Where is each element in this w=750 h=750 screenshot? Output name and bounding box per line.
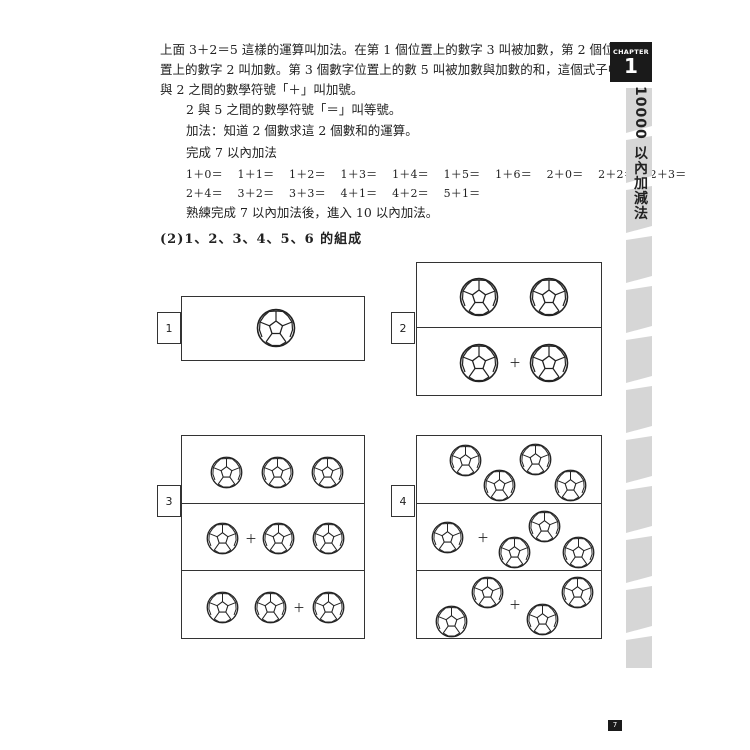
soccer-ball-icon bbox=[561, 576, 594, 613]
soccer-ball-icon bbox=[529, 277, 569, 321]
equation: 3＋3＝ bbox=[289, 187, 326, 200]
chapter-title: 10000 以內加減法 bbox=[632, 86, 648, 221]
panel-divider bbox=[182, 503, 364, 504]
panel-2-number: 2 bbox=[391, 312, 415, 344]
soccer-ball-icon bbox=[529, 343, 569, 387]
plus-sign: ＋ bbox=[477, 531, 490, 545]
tab-strip-graphic bbox=[626, 88, 652, 668]
panel-divider bbox=[417, 327, 601, 328]
soccer-ball-icon bbox=[210, 456, 243, 493]
equation: 1＋2＝ bbox=[289, 168, 326, 181]
page-number: 7 bbox=[608, 720, 622, 731]
panel-divider bbox=[417, 570, 601, 571]
equation: 2＋3＝ bbox=[649, 168, 687, 181]
panel-1 bbox=[181, 296, 365, 361]
chapter-tab-strip bbox=[626, 88, 652, 668]
soccer-ball-icon bbox=[435, 605, 468, 642]
equation: 1＋6＝ bbox=[495, 168, 532, 181]
soccer-ball-icon bbox=[206, 522, 239, 559]
soccer-ball-icon bbox=[449, 444, 482, 481]
panel-4: ＋ ＋ bbox=[416, 435, 602, 639]
equation: 4＋1＝ bbox=[340, 187, 378, 200]
panel-3-number: 3 bbox=[157, 485, 181, 517]
equation-row-1: 1＋0＝ 1＋1＝ 1＋2＝ 1＋3＝ 1＋4＝ 1＋5＝ 1＋6＝ 2＋0＝ … bbox=[186, 166, 697, 182]
equation: 1＋4＝ bbox=[392, 168, 429, 181]
plus-sign: ＋ bbox=[509, 356, 522, 370]
paragraph-line: 與 2 之間的數學符號「＋」叫加號。 bbox=[160, 82, 364, 97]
plus-sign: ＋ bbox=[245, 532, 258, 546]
paragraph-line: 上面 3＋2＝5 這樣的運算叫加法。在第 1 個位置上的數字 3 叫被加數，第 … bbox=[160, 42, 615, 57]
soccer-ball-icon bbox=[459, 343, 499, 387]
equation: 2＋4＝ bbox=[186, 187, 223, 200]
soccer-ball-icon bbox=[256, 308, 296, 352]
plus-sign: ＋ bbox=[293, 601, 306, 615]
paragraph-equals-sign: 2 與 5 之間的數學符號「＝」叫等號。 bbox=[186, 102, 402, 117]
equation: 1＋3＝ bbox=[340, 168, 378, 181]
soccer-ball-icon bbox=[471, 576, 504, 613]
chapter-badge: CHAPTER 1 bbox=[610, 42, 652, 82]
equation: 1＋1＝ bbox=[237, 168, 275, 181]
chapter-number: 1 bbox=[624, 54, 638, 78]
panel-1-number: 1 bbox=[157, 312, 181, 344]
panel-divider bbox=[182, 570, 364, 571]
panel-4-number: 4 bbox=[391, 485, 415, 517]
soccer-ball-icon bbox=[254, 591, 287, 628]
soccer-ball-icon bbox=[312, 591, 345, 628]
section-subheading: (2)1、2、3、4、5、6 的組成 bbox=[160, 232, 363, 247]
equation: 5＋1＝ bbox=[443, 187, 481, 200]
equation: 1＋0＝ bbox=[186, 168, 223, 181]
soccer-ball-icon bbox=[262, 522, 295, 559]
panel-divider bbox=[417, 503, 601, 504]
soccer-ball-icon bbox=[528, 510, 561, 547]
soccer-ball-icon bbox=[431, 521, 464, 558]
soccer-ball-icon bbox=[526, 603, 559, 640]
soccer-ball-icon bbox=[498, 536, 531, 573]
soccer-ball-icon bbox=[312, 522, 345, 559]
paragraph-next-step: 熟練完成 7 以內加法後，進入 10 以內加法。 bbox=[186, 205, 439, 220]
equation: 3＋2＝ bbox=[237, 187, 275, 200]
equation: 4＋2＝ bbox=[392, 187, 429, 200]
panel-2: ＋ bbox=[416, 262, 602, 396]
soccer-ball-icon bbox=[311, 456, 344, 493]
paragraph-task: 完成 7 以內加法 bbox=[186, 145, 277, 160]
paragraph-line: 置上的數字 2 叫加數。第 3 個數字位置上的數 5 叫被加數與加數的和，這個式… bbox=[160, 62, 633, 77]
chapter-label: CHAPTER bbox=[613, 48, 649, 56]
equation: 2＋0＝ bbox=[546, 168, 584, 181]
equation-row-2: 2＋4＝ 3＋2＝ 3＋3＝ 4＋1＝ 4＋2＝ 5＋1＝ bbox=[186, 185, 491, 201]
soccer-ball-icon bbox=[206, 591, 239, 628]
panel-3: ＋ ＋ bbox=[181, 435, 365, 639]
plus-sign: ＋ bbox=[509, 598, 522, 612]
soccer-ball-icon bbox=[261, 456, 294, 493]
paragraph-addition-definition: 加法：知道 2 個數求這 2 個數和的運算。 bbox=[186, 123, 418, 138]
soccer-ball-icon bbox=[554, 469, 587, 506]
soccer-ball-icon bbox=[562, 536, 595, 573]
equation: 2＋2＝ bbox=[598, 168, 635, 181]
soccer-ball-icon bbox=[459, 277, 499, 321]
soccer-ball-icon bbox=[519, 443, 552, 480]
equation: 1＋5＝ bbox=[443, 168, 481, 181]
soccer-ball-icon bbox=[483, 469, 516, 506]
